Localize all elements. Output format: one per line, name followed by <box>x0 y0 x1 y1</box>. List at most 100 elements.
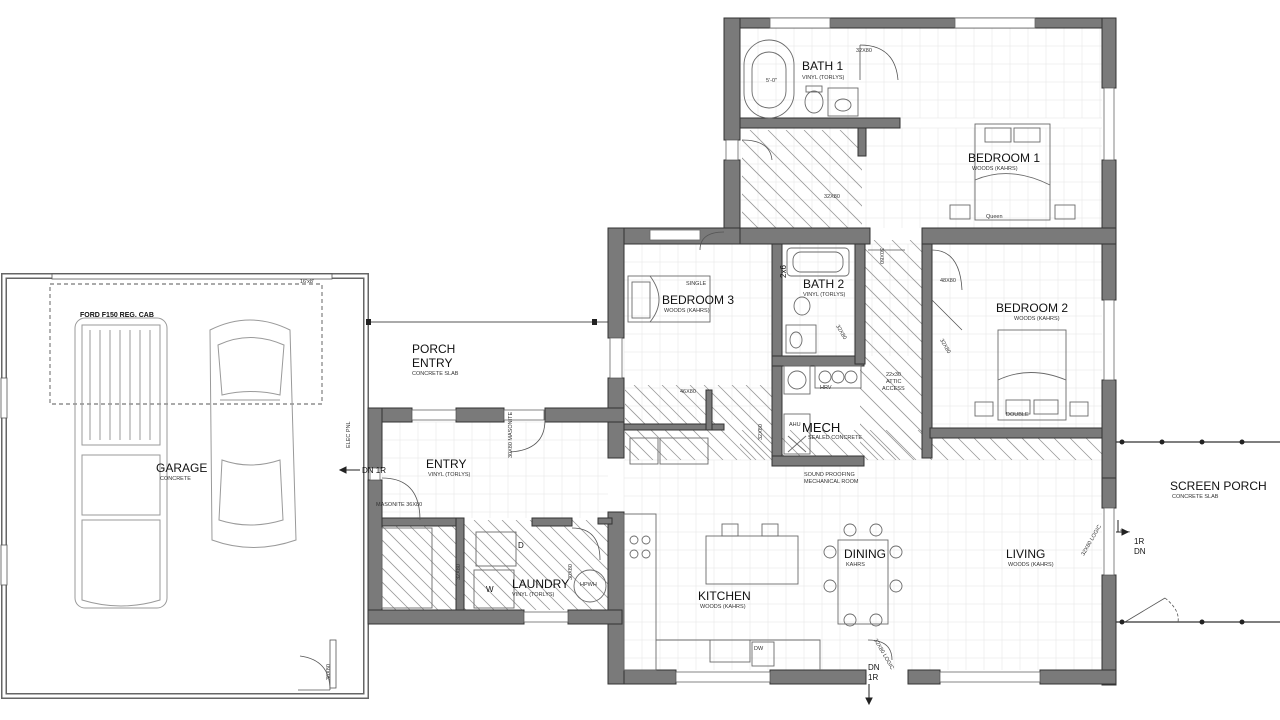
bedroom1-floor: WOODS (KAHRS) <box>972 166 1018 172</box>
hatch-line <box>543 520 612 589</box>
living-step-dn: DN <box>1134 547 1146 556</box>
hatch-line <box>529 520 612 603</box>
hatch-line <box>731 385 775 429</box>
hatch-line <box>839 130 862 153</box>
hrv-label: HRV <box>820 385 832 391</box>
hatch-line <box>382 581 411 610</box>
hatch-line <box>767 130 862 225</box>
hatch-line <box>625 389 696 460</box>
hatch-line <box>403 520 495 610</box>
porch-entry-title-2: ENTRY <box>412 356 452 370</box>
hatch-line <box>740 443 757 460</box>
bedroom2-title: BEDROOM 2 <box>996 301 1068 315</box>
pickup-truck-outline <box>74 317 168 609</box>
screen-porch-title: SCREEN PORCH <box>1170 479 1267 493</box>
hatch-line <box>625 445 640 460</box>
hatch-line <box>703 385 775 457</box>
hatch-line <box>382 525 467 610</box>
laundry-floor: VINYL (TORLYS) <box>512 592 555 598</box>
kitchen-furniture <box>623 437 903 671</box>
porch-entry-floor: CONCRETE SLAB <box>412 371 459 377</box>
hatch-line <box>742 157 815 230</box>
ford-label: FORD F150 REG. CAB <box>80 312 154 319</box>
washer-label: W <box>486 585 494 594</box>
screen-porch-floor: CONCRETE SLAB <box>1172 494 1219 500</box>
garage-floor: CONCRETE <box>160 476 191 482</box>
living-step-1r: 1R <box>1134 537 1144 546</box>
dryer-label: D <box>518 541 524 550</box>
bedroom3-floor: WOODS (KAHRS) <box>664 308 710 314</box>
hatch-line <box>389 520 481 610</box>
soundproof-label-2: MECHANICAL ROOM <box>804 479 859 485</box>
labels: BATH 1 VINYL (TORLYS) BEDROOM 1 WOODS (K… <box>80 48 1267 682</box>
hatch-line <box>853 430 885 460</box>
living-floor: WOODS (KAHRS) <box>1008 562 1054 568</box>
hallway-hatch <box>382 130 1110 610</box>
hatch-line <box>741 430 773 460</box>
mech-title: MECH <box>802 420 840 435</box>
bedroom2-floor: WOODS (KAHRS) <box>1014 316 1060 322</box>
garage-overhead-door <box>51 273 333 280</box>
door-swings <box>381 139 1179 661</box>
hatch-line <box>661 385 738 460</box>
hatch-line <box>860 261 930 333</box>
hatch-line <box>633 385 710 460</box>
bath2-floor: VINYL (TORLYS) <box>803 292 846 298</box>
hatch-line <box>860 369 930 441</box>
laundry-door-size-2: 30X80 <box>568 564 574 580</box>
wall-2x6: 2x6 <box>779 265 788 278</box>
hatch-line <box>885 430 917 460</box>
hatch-line <box>789 430 821 460</box>
hatch-line <box>625 403 682 460</box>
garage-window <box>0 377 8 419</box>
bath2-fixtures <box>785 247 850 354</box>
hatch-line <box>745 385 775 415</box>
attic-label: ATTIC <box>886 379 902 385</box>
mech-equipment <box>783 365 862 455</box>
hatch-line <box>487 520 579 610</box>
bath2-door-size: 30X80 <box>878 248 884 264</box>
bed-double-label: DOUBLE <box>1006 412 1029 418</box>
hatch-line <box>860 243 930 315</box>
hatch-line <box>557 520 612 575</box>
hatch-line <box>625 417 668 460</box>
hatch-line <box>873 240 930 297</box>
hatch-line <box>749 130 851 230</box>
bedroom3-furniture <box>627 275 711 323</box>
hatch-line <box>909 240 930 261</box>
attic-label-2: ACCESS <box>882 386 905 392</box>
laundry-door-size: 32X80 <box>456 564 462 580</box>
laundry-fixtures <box>381 527 607 609</box>
hatch-line <box>860 387 930 459</box>
hatch-line <box>857 130 862 135</box>
kitchen-step-1r: 1R <box>868 673 878 682</box>
mech-floor: SEALED CONCRETE <box>808 435 862 441</box>
hatch-line <box>742 193 779 230</box>
hatch-line <box>717 385 775 443</box>
bath2-title: BATH 2 <box>803 277 844 291</box>
hatch-line <box>860 333 930 405</box>
bath1-door-size: 32X80 <box>856 48 872 54</box>
entry-floor: VINYL (TORLYS) <box>428 472 471 478</box>
hatch-line <box>515 520 607 610</box>
hatch-line <box>382 553 439 610</box>
hatch-line <box>742 175 797 230</box>
bedroom3-title: BEDROOM 3 <box>662 293 734 307</box>
hatch-line <box>821 130 862 171</box>
garage-title: GARAGE <box>156 461 207 475</box>
dining-floor: KAHRS <box>846 562 865 568</box>
walls <box>367 17 1117 686</box>
ahu-label: AHU <box>789 422 801 428</box>
dishwasher-label: DW <box>754 646 764 652</box>
screen-porch <box>1116 439 1280 625</box>
step-arrows <box>338 466 1130 706</box>
bedroom1-door-size: 32X80 <box>824 194 840 200</box>
hatch-line <box>803 130 862 189</box>
hatch-line <box>860 405 915 460</box>
hatch-line <box>431 520 523 610</box>
bath1-floor: VINYL (TORLYS) <box>802 75 845 81</box>
kitchen-floor: WOODS (KAHRS) <box>700 604 746 610</box>
bed-single-label: SINGLE <box>686 281 707 287</box>
entry-title: ENTRY <box>426 457 466 471</box>
electrical-panel-label: ELEC PNL <box>346 421 352 448</box>
